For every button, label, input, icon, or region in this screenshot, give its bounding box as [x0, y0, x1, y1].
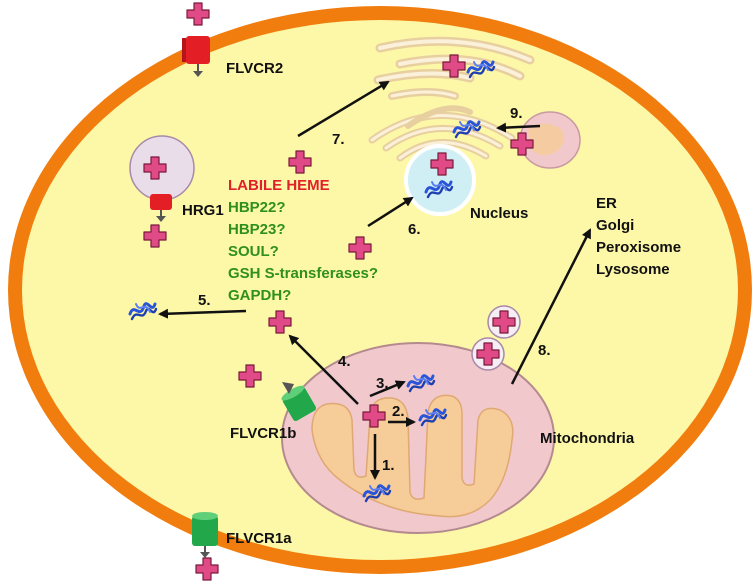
step-label-2: 2.	[392, 403, 405, 420]
nucleus	[404, 144, 476, 216]
flvcr1b-label: FLVCR1b	[230, 425, 296, 442]
arrow-step-9	[496, 122, 541, 133]
binding-protein-gst: GSH S-transferases?	[228, 265, 378, 282]
flvcr1a-transporter	[192, 512, 218, 558]
nucleus-label: Nucleus	[470, 205, 528, 222]
hrg1-transporter	[150, 194, 172, 222]
flvcr1b-transporter	[281, 385, 317, 422]
organelle-peroxisome: Peroxisome	[596, 239, 681, 256]
step-label-3: 3.	[376, 375, 389, 392]
binding-protein-gapdh: GAPDH?	[228, 287, 291, 304]
arrow-step-8	[510, 228, 592, 385]
flvcr1b-arrow-icon	[282, 382, 294, 394]
organelle-er: ER	[596, 195, 617, 212]
organelle-golgi: Golgi	[596, 217, 634, 234]
step-label-1: 1.	[382, 457, 395, 474]
mitochondrion	[281, 342, 555, 534]
flvcr2-label: FLVCR2	[226, 60, 283, 77]
binding-protein-hbp23: HBP23?	[228, 221, 286, 238]
step-label-9: 9.	[510, 105, 523, 122]
arrow-step-5	[158, 308, 247, 319]
binding-protein-soul: SOUL?	[228, 243, 279, 260]
arrow-step-3	[369, 380, 406, 398]
mitochondria-label: Mitochondria	[540, 430, 635, 447]
endoplasmic-reticulum	[368, 105, 516, 162]
heme-icon	[186, 2, 210, 26]
flvcr1a-label: FLVCR1a	[226, 530, 292, 547]
golgi-apparatus	[373, 36, 535, 100]
arrow-step-6	[367, 196, 414, 228]
binding-protein-hbp22: HBP22?	[228, 199, 286, 216]
flvcr2-transporter	[182, 36, 210, 77]
heme-icon	[195, 557, 219, 581]
step-label-5: 5.	[198, 292, 211, 309]
organelle-lysosome: Lysosome	[596, 261, 670, 278]
step-label-6: 6.	[408, 221, 421, 238]
hrg1-label: HRG1	[182, 202, 224, 219]
step-label-8: 8.	[538, 342, 551, 359]
step-label-7: 7.	[332, 131, 345, 148]
step-label-4: 4.	[338, 353, 351, 370]
labile-heme-label: LABILE HEME	[228, 177, 330, 194]
arrow-step-7	[297, 80, 390, 138]
arrow-step-4	[288, 334, 359, 405]
